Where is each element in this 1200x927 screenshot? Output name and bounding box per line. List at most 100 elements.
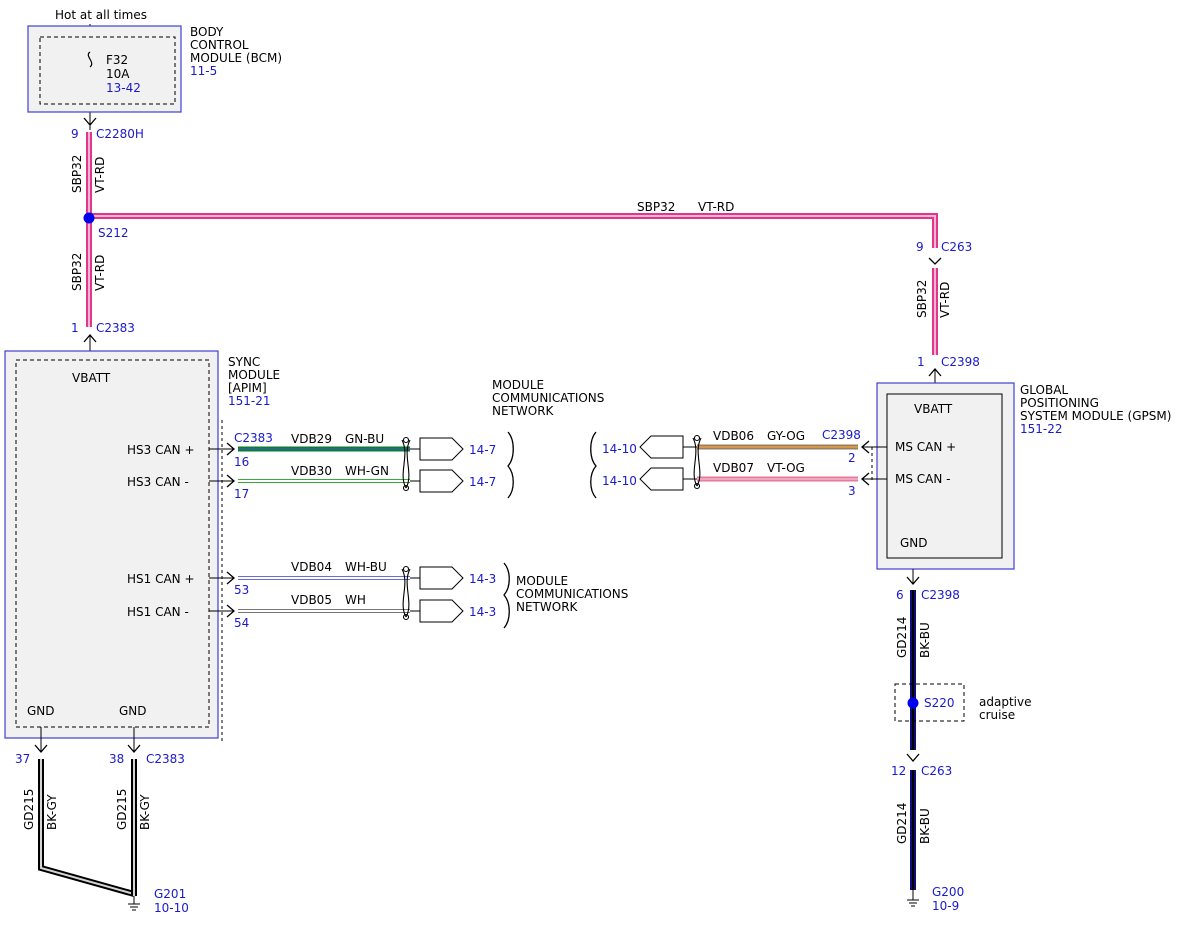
gd215-left-color: BK-GY bbox=[45, 794, 59, 830]
page-ref-arrows-right bbox=[639, 435, 697, 491]
wire-color-upper: VT-RD bbox=[93, 157, 107, 193]
network-top-line-2: COMMUNICATIONS bbox=[492, 391, 604, 405]
bcm-connector[interactable]: C2280H bbox=[96, 127, 144, 141]
network-bottom-line-2: COMMUNICATIONS bbox=[516, 587, 628, 601]
splice-s212[interactable] bbox=[83, 212, 95, 224]
fuse-ref[interactable]: 13-42 bbox=[106, 81, 141, 95]
hs3-connector[interactable]: C2383 bbox=[234, 431, 273, 445]
gpsm-name-line-1: GLOBAL bbox=[1020, 383, 1068, 397]
power-label: Hot at all times bbox=[55, 8, 147, 22]
gpsm-inner-box bbox=[886, 393, 1003, 559]
c263-lower-pin: 12 bbox=[891, 764, 906, 778]
gpsm-ground-arrow bbox=[906, 569, 920, 585]
bcm-box[interactable] bbox=[27, 25, 182, 113]
gd214-upper-circuit: GD214 bbox=[895, 617, 909, 658]
gpsm-name-line-2: POSITIONING bbox=[1020, 396, 1099, 410]
hs1-minus-dest[interactable]: 14-3 bbox=[469, 605, 496, 619]
c263-lower-connector[interactable]: C263 bbox=[921, 764, 952, 778]
gd215-left-circuit: GD215 bbox=[22, 789, 36, 830]
network-top-line-1: MODULE bbox=[492, 378, 544, 392]
sync-name-line-3: [APIM] bbox=[228, 381, 267, 395]
ground-symbol-g201 bbox=[128, 896, 140, 911]
bcm-name-line-1: BODY bbox=[190, 25, 224, 39]
network-brace-top-left bbox=[507, 431, 514, 499]
fuse-rating: 10A bbox=[106, 67, 130, 81]
gpsm-power-connector[interactable]: C2398 bbox=[941, 355, 980, 369]
gd215-right-circuit: GD215 bbox=[115, 789, 129, 830]
page-ref-arrows-left bbox=[410, 437, 464, 623]
bcm-inner-dashed bbox=[39, 36, 176, 105]
ground-g200-ref[interactable]: 10-9 bbox=[932, 899, 959, 913]
vt-rd-wire-group bbox=[86, 132, 938, 355]
c263-pin: 9 bbox=[916, 240, 924, 254]
sync-gnd-connector[interactable]: C2383 bbox=[146, 752, 185, 766]
sync-ground-wires bbox=[38, 759, 137, 897]
wire-color-horizontal: VT-RD bbox=[698, 200, 734, 214]
gpsm-name-line-3: SYSTEM MODULE (GPSM) bbox=[1020, 409, 1171, 423]
sync-gnd-left-label: GND bbox=[27, 704, 55, 718]
sync-module-box[interactable] bbox=[4, 350, 219, 739]
network-bottom-line-1: MODULE bbox=[516, 574, 568, 588]
sync-name-line-2: MODULE bbox=[228, 368, 280, 382]
can-wires-left bbox=[238, 446, 410, 613]
ms-can-minus-label: MS CAN - bbox=[895, 472, 951, 486]
splice-s212-label: S212 bbox=[98, 226, 129, 240]
gpsm-ref[interactable]: 151-22 bbox=[1020, 422, 1063, 436]
ms-can-connector[interactable]: C2398 bbox=[822, 428, 861, 442]
wire-circuit-lower: SBP32 bbox=[70, 253, 84, 291]
hs1-can-plus-label: HS1 CAN + bbox=[127, 572, 195, 586]
bcm-ref[interactable]: 11-5 bbox=[190, 64, 217, 78]
ms-can-minus-circuit: VDB07 bbox=[713, 461, 754, 475]
hs1-minus-pin: 54 bbox=[234, 616, 249, 630]
adaptive-cruise-line-2: cruise bbox=[979, 708, 1015, 722]
gpsm-power-pin: 1 bbox=[917, 355, 925, 369]
sync-gnd-pin-right: 38 bbox=[109, 752, 124, 766]
gpsm-gnd-connector[interactable]: C2398 bbox=[921, 588, 960, 602]
gd214-upper-color: BK-BU bbox=[918, 622, 932, 658]
fuse-id: F32 bbox=[106, 53, 128, 67]
twisted-pair-markers-right bbox=[692, 434, 702, 490]
hs3-plus-circuit: VDB29 bbox=[291, 432, 332, 446]
sync-ground-arrows bbox=[34, 727, 141, 753]
ms-can-plus-label: MS CAN + bbox=[895, 440, 956, 454]
ground-g200[interactable]: G200 bbox=[932, 885, 964, 899]
ms-can-plus-dest[interactable]: 14-10 bbox=[602, 442, 637, 456]
sync-pin-connectors bbox=[209, 442, 235, 618]
ms-can-plus-pin: 2 bbox=[848, 451, 856, 465]
ground-g201-ref[interactable]: 10-10 bbox=[154, 901, 189, 915]
hs1-minus-color: WH bbox=[345, 593, 366, 607]
c263-connector[interactable]: C263 bbox=[941, 240, 972, 254]
gpsm-gnd-pin: 6 bbox=[896, 588, 904, 602]
ms-can-minus-dest[interactable]: 14-10 bbox=[602, 474, 637, 488]
sync-ref[interactable]: 151-21 bbox=[228, 394, 271, 408]
hs3-minus-dest[interactable]: 14-7 bbox=[469, 475, 496, 489]
splice-s220-label: S220 bbox=[924, 696, 955, 710]
network-top-line-3: NETWORK bbox=[492, 404, 555, 418]
wire-color-lower: VT-RD bbox=[93, 255, 107, 291]
sync-gnd-right-label: GND bbox=[119, 704, 147, 718]
gpsm-vbatt-label: VBATT bbox=[914, 402, 953, 416]
gd215-right-color: BK-GY bbox=[138, 794, 152, 830]
ms-can-plus-color: GY-OG bbox=[767, 429, 805, 443]
wire-circuit-horizontal: SBP32 bbox=[637, 200, 675, 214]
hs3-plus-dest[interactable]: 14-7 bbox=[469, 443, 496, 457]
hs1-plus-circuit: VDB04 bbox=[291, 560, 332, 574]
bcm-name-line-2: CONTROL bbox=[190, 38, 249, 52]
gpsm-power-circuit: SBP32 bbox=[915, 280, 929, 318]
hs1-plus-color: WH-BU bbox=[345, 560, 387, 574]
splice-s220[interactable] bbox=[907, 697, 919, 709]
can-wires-right bbox=[697, 444, 858, 482]
hs3-minus-circuit: VDB30 bbox=[291, 464, 332, 478]
ms-can-minus-color: VT-OG bbox=[767, 461, 805, 475]
network-brace-top-right bbox=[590, 431, 597, 499]
sync-gnd-pin-left: 37 bbox=[15, 752, 30, 766]
hs1-plus-dest[interactable]: 14-3 bbox=[469, 572, 496, 586]
sync-power-connector[interactable]: C2383 bbox=[96, 321, 135, 335]
hs3-can-plus-label: HS3 CAN + bbox=[127, 443, 195, 457]
network-brace-bottom bbox=[503, 562, 510, 629]
network-bottom-line-3: NETWORK bbox=[516, 600, 579, 614]
gd214-lower-color: BK-BU bbox=[918, 808, 932, 844]
gpsm-pin-connectors bbox=[861, 440, 887, 486]
c263-lower-arrow bbox=[906, 753, 920, 762]
ground-g201[interactable]: G201 bbox=[154, 887, 186, 901]
